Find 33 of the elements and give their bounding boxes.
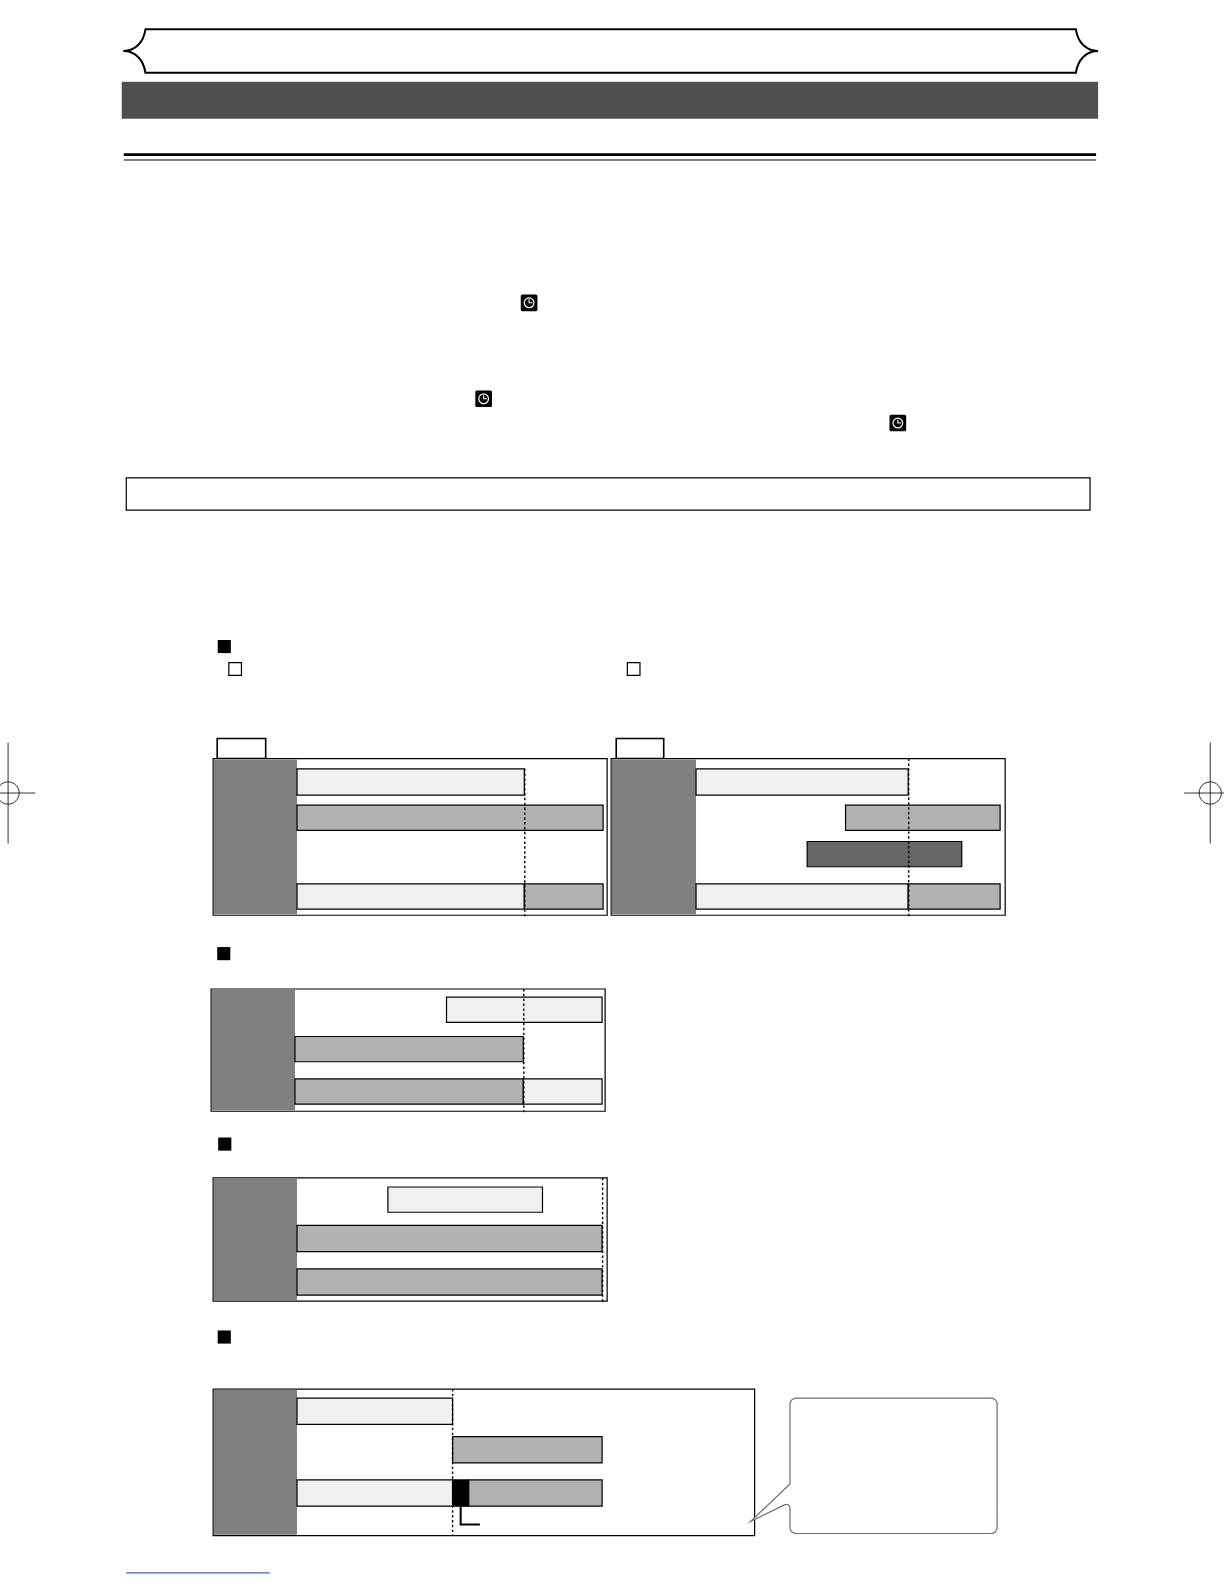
timeline-bar [907, 883, 1001, 910]
timeline-bar [296, 1397, 453, 1425]
timeline-bar [294, 1078, 524, 1105]
timeline-bar [445, 996, 603, 1023]
timeline-bar [296, 1268, 603, 1296]
timeline-bar [467, 1479, 603, 1507]
side-column [213, 759, 297, 915]
timeline-bar [806, 840, 963, 868]
note-box [125, 477, 1091, 511]
leader-line [459, 1506, 480, 1526]
title-band [121, 81, 1098, 119]
side-column [211, 989, 295, 1111]
side-column [213, 1178, 297, 1301]
side-column [213, 1389, 297, 1535]
timeline-bar [844, 804, 1001, 831]
timeline-bar [451, 1435, 603, 1464]
panel-tab [216, 737, 267, 760]
timeline-bar [294, 1035, 524, 1063]
panel-tab [615, 737, 665, 760]
timeline-bar [695, 883, 909, 910]
speech-bubble [749, 1397, 998, 1535]
timeline-bar [296, 1224, 603, 1253]
scroll-banner [122, 28, 1099, 74]
side-column [611, 759, 696, 915]
marker-block [451, 1479, 470, 1507]
timeline-bar [522, 1078, 603, 1105]
timeline-bar [296, 768, 525, 796]
timeline-bar [296, 883, 525, 910]
timeline-bar [387, 1186, 543, 1213]
timeline-bar [296, 804, 604, 831]
timeline-bar [523, 883, 604, 910]
timeline-bar [296, 1479, 453, 1507]
timeline-bar [695, 768, 909, 796]
